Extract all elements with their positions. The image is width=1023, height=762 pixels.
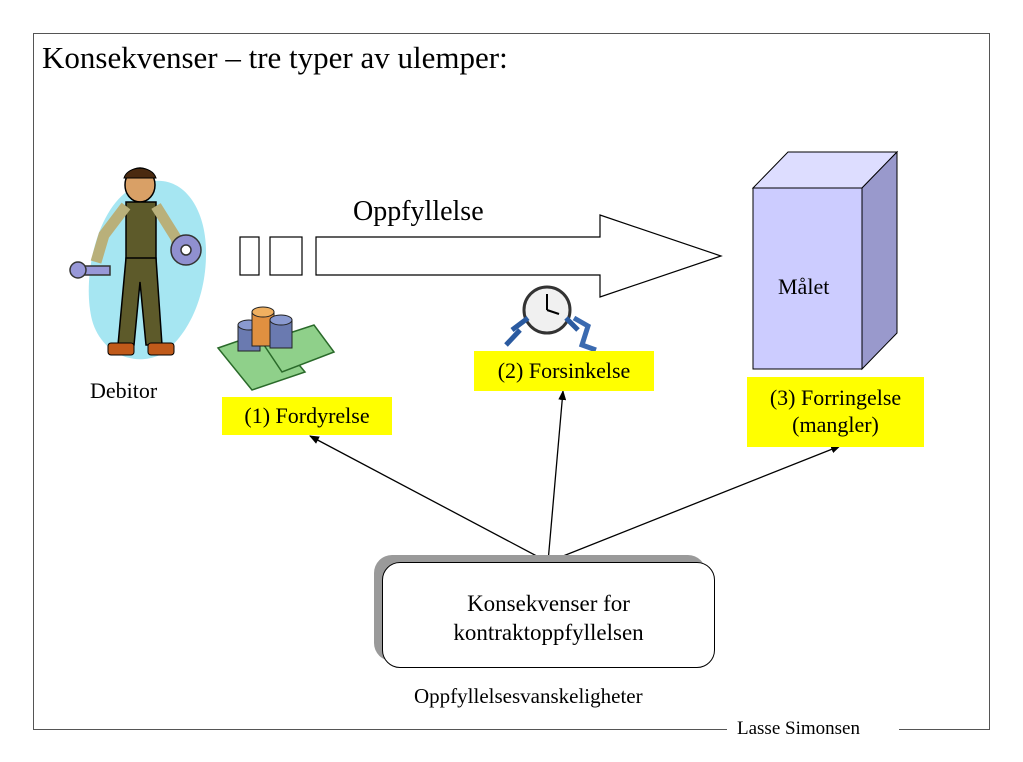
center-box-line1: Konsekvenser for [467,591,630,616]
forringelse-line1: (3) Forringelse [769,385,902,410]
center-caption: Oppfyllelsesvanskeligheter [414,684,643,708]
frame-bottom-line [33,729,727,730]
arrow-label: Oppfyllelse [353,196,484,227]
center-box-line2: kontraktoppfyllelsen [453,620,644,645]
oppfyllelse-arrow [315,214,723,298]
consequence-forsinkelse: (2) Forsinkelse [474,351,654,391]
frame-bottom-line-right [899,729,989,730]
clock-runner-clipart-icon [504,285,597,353]
target-label: Målet [778,274,830,299]
arrow-to-forringelse [547,445,841,563]
center-box: Konsekvenser for kontraktoppfyllelsen [382,562,715,668]
footer-author: Lasse Simonsen [737,718,860,739]
worker-clipart-icon [69,167,207,360]
money-clipart-icon [216,306,336,391]
pre-arrow-box-1 [239,236,260,276]
pre-arrow-box-2 [269,236,303,276]
target-cube [751,150,899,371]
slide-title: Konsekvenser – tre typer av ulemper: [42,40,508,75]
consequence-fordyrelse: (1) Fordyrelse [222,397,392,435]
arrow-to-fordyrelse [309,435,549,563]
arrow-to-forsinkelse [547,390,567,563]
forringelse-line2: (mangler) [792,412,879,437]
debitor-label: Debitor [90,378,158,403]
slide-frame [33,33,990,730]
consequence-forringelse: (3) Forringelse (mangler) [747,377,924,447]
